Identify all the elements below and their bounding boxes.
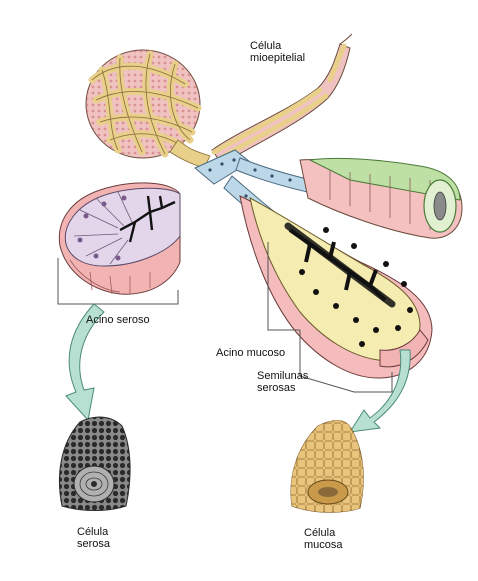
serous-acinus: [59, 183, 180, 294]
label-mucous-cell-line1: Célula: [304, 527, 343, 539]
label-demilunes-line2: serosas: [257, 382, 308, 394]
serous-cell: [59, 417, 130, 510]
label-serous-cell-line1: Célula: [77, 526, 110, 538]
label-mucous-cell-line2: mucosa: [304, 539, 343, 551]
mucous-cell: [291, 420, 363, 512]
label-mucous-cell: Célula mucosa: [304, 527, 343, 551]
label-serous-demilunes: Semilunas serosas: [257, 370, 308, 394]
label-serous-cell-line2: serosa: [77, 538, 110, 550]
label-myoepithelial-line1: Célula: [250, 40, 305, 52]
label-serous-acinus: Acino seroso: [86, 314, 150, 326]
label-demilunes-line1: Semilunas: [257, 370, 308, 382]
myoepithelial-acinus: [86, 50, 210, 168]
label-serous-cell: Célula serosa: [77, 526, 110, 550]
label-myoepithelial-line2: mioepitelial: [250, 52, 305, 64]
label-myoepithelial-cell: Célula mioepitelial: [250, 40, 305, 64]
label-mucous-acinus: Acino mucoso: [216, 347, 285, 359]
striated-duct: [300, 158, 462, 238]
